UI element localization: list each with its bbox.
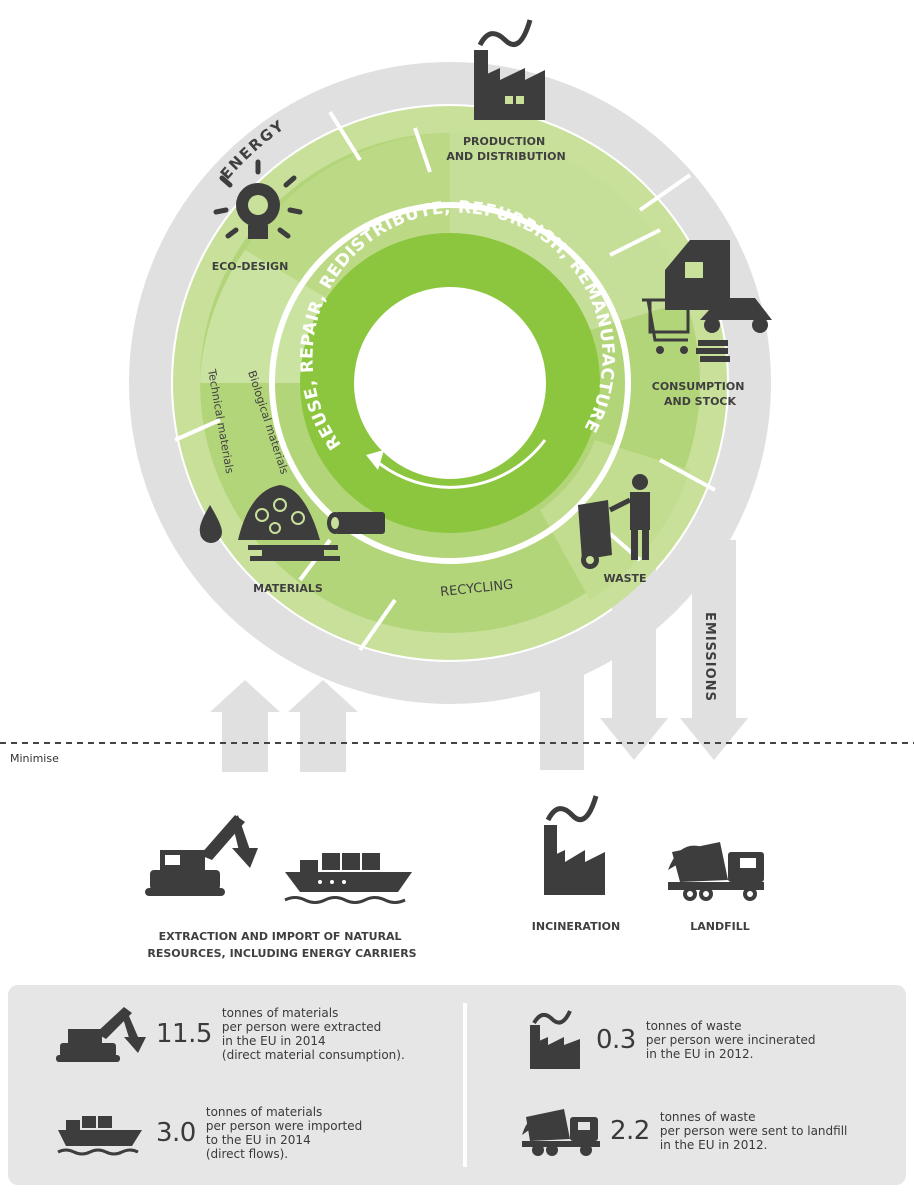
stat-extracted: 11.5 tonnes of materials per person were… [56, 1003, 405, 1065]
steel-beam-icon [248, 545, 340, 561]
factory-icon [474, 19, 545, 120]
stat-description: tonnes of waste per person were incinera… [645, 1019, 816, 1061]
incineration-label: INCINERATION [532, 920, 620, 933]
cargo-ship-icon [284, 853, 412, 904]
circular-economy-diagram: ENERGY REUSE, REPAIR, REDISTRIBUTE, REFU… [0, 19, 914, 960]
consumption-label: CONSUMPTION AND STOCK [652, 380, 749, 408]
landfill-label: LANDFILL [690, 920, 750, 933]
excavator-icon [145, 815, 258, 896]
cargo-ship-icon [57, 1116, 142, 1156]
emissions-label: EMISSIONS [702, 612, 717, 702]
stat-description: tonnes of materials per person were impo… [205, 1105, 363, 1161]
incinerator-icon [530, 1010, 580, 1069]
production-label: PRODUCTION AND DISTRIBUTION [446, 135, 565, 163]
lightbulb-icon [213, 159, 303, 239]
stat-description: tonnes of materials per person were extr… [221, 1006, 405, 1062]
extraction-label: EXTRACTION AND IMPORT OF NATURAL RESOURC… [147, 930, 416, 960]
statistics-panel: 11.5 tonnes of materials per person were… [8, 985, 906, 1185]
stat-value: 2.2 [610, 1116, 650, 1146]
stat-value: 0.3 [596, 1025, 636, 1055]
waste-label: WASTE [603, 572, 646, 585]
dump-truck-icon [668, 842, 764, 901]
eco-design-label: ECO-DESIGN [212, 260, 289, 273]
stat-value: 3.0 [156, 1118, 196, 1148]
excavator-icon [56, 1007, 146, 1062]
shop-car-icon [665, 240, 772, 333]
stat-landfilled: 2.2 tonnes of waste per person were sent… [518, 1105, 847, 1157]
stat-value: 11.5 [156, 1019, 212, 1049]
shopping-cart-icon [642, 298, 690, 354]
oil-drop-icon [199, 505, 222, 543]
ore-pile-icon [238, 485, 320, 540]
stat-incinerated: 0.3 tonnes of waste per person were inci… [528, 1009, 815, 1071]
incinerator-icon [544, 795, 605, 895]
panel-divider [463, 1003, 467, 1167]
stat-imported: 3.0 tonnes of materials per person were … [56, 1105, 362, 1161]
money-stack-icon [696, 340, 730, 362]
wood-log-icon [327, 512, 385, 534]
waste-bin-person-icon [578, 474, 650, 569]
dump-truck-icon [522, 1109, 600, 1156]
materials-label: MATERIALS [253, 582, 323, 595]
stat-description: tonnes of waste per person were sent to … [659, 1110, 848, 1152]
minimise-label: Minimise [10, 752, 59, 765]
